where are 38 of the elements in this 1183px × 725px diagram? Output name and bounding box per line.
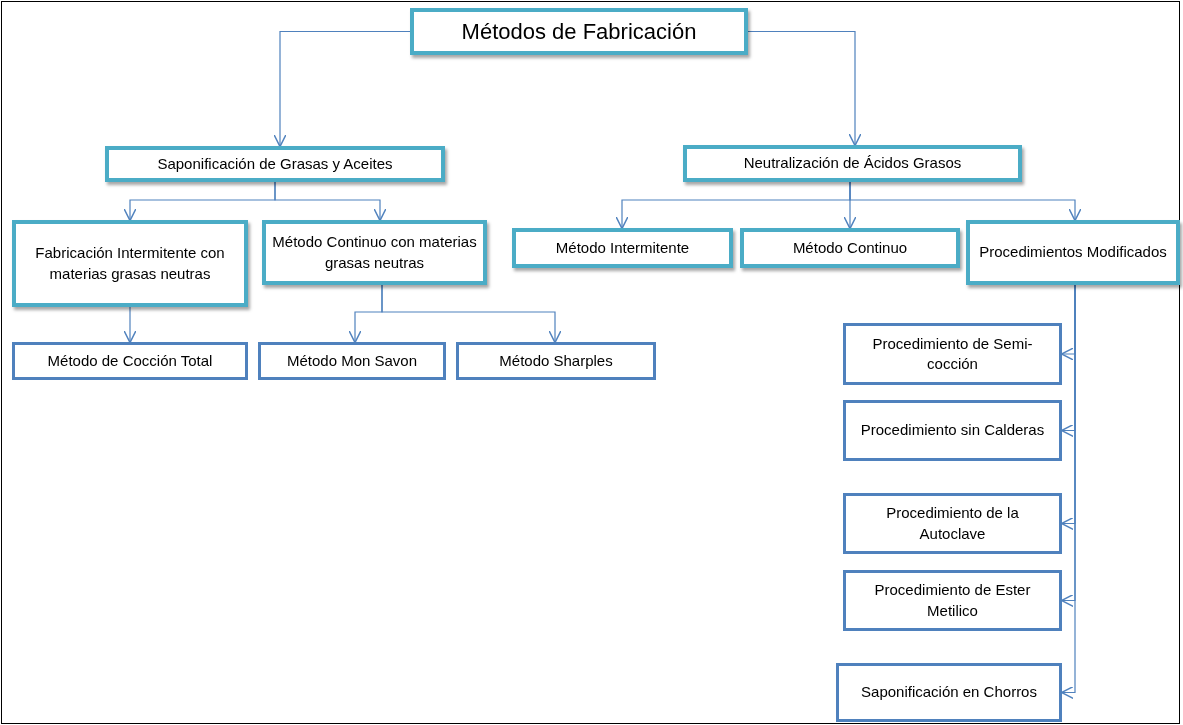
process-box [843, 493, 1062, 554]
process-box [410, 8, 748, 55]
box-label: Procedimiento de Ester Metilico [873, 580, 1032, 621]
box-label: Método Continuo con materias grasas neutras [272, 232, 477, 273]
process-box [740, 228, 960, 268]
process-box [843, 323, 1062, 385]
box-label: Método Continuo [792, 237, 908, 258]
box-label: Procedimientos Modificados [979, 242, 1167, 263]
connector-arrow [747, 30, 862, 147]
connector-arrow [273, 30, 411, 148]
box-label: Saponificación de Grasas y Aceites [157, 153, 393, 174]
box-label: Procedimiento de la Autoclave [885, 503, 1020, 544]
connector-arrow [381, 284, 562, 344]
process-box [512, 228, 733, 268]
process-box [836, 663, 1062, 722]
connector-arrow [849, 181, 1082, 222]
process-box [258, 342, 446, 380]
process-box [105, 146, 445, 182]
box-label: Método Mon Savon [286, 350, 418, 371]
box-label: Método Sharples [499, 350, 613, 371]
process-box [966, 220, 1180, 285]
process-box [843, 400, 1062, 461]
process-box [12, 220, 248, 307]
box-label: Método Intermitente [555, 237, 690, 258]
process-box [262, 220, 487, 285]
process-box [683, 145, 1022, 182]
box-label: Método de Cocción Total [47, 350, 213, 371]
box-label: Neutralización de Ácidos Grasos [743, 153, 962, 174]
box-label: Fabricación Intermitente con materias grasas neutras [34, 243, 226, 284]
box-label: Métodos de Fabricación [461, 17, 697, 46]
connector-arrow [274, 181, 387, 222]
connector-arrow [123, 306, 137, 344]
process-box [12, 342, 248, 380]
box-label: Procedimiento sin Calderas [860, 420, 1045, 441]
process-box [843, 570, 1062, 631]
box-label: Saponificación en Chorros [861, 682, 1037, 703]
box-label: Procedimiento de Semi-cocción [871, 333, 1034, 374]
process-box [456, 342, 656, 380]
